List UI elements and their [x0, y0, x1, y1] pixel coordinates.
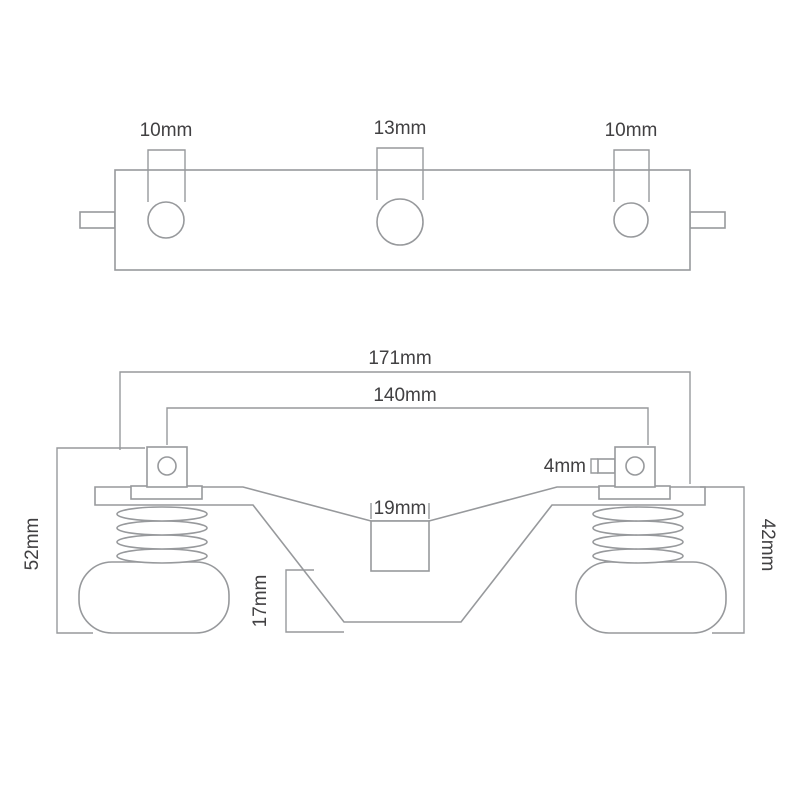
spring-washer	[592, 506, 684, 522]
bolt-hole-right	[625, 456, 645, 476]
dim-label-right-hole: 10mm	[605, 120, 658, 141]
spring-stack-left	[116, 506, 208, 564]
bolt-washer-left	[130, 485, 203, 500]
dim-label-right-height: 42mm	[757, 519, 778, 572]
dim-label-overall-width: 171mm	[368, 348, 431, 369]
roller-right	[575, 561, 727, 634]
bolt-pin-right	[597, 458, 616, 474]
bolt-hole-left	[157, 456, 177, 476]
spring-washer	[592, 534, 684, 550]
top-view: 10mm 13mm 10mm	[79, 118, 726, 271]
dim-label-left-height: 52mm	[22, 518, 43, 571]
front-view: 171mm 140mm 4mm 19mm 52mm 42mm 17mm	[22, 348, 778, 634]
dim-bracket-center-hole	[376, 147, 424, 200]
spring-stack-right	[592, 506, 684, 564]
dim-line-bolt-spacing	[166, 407, 649, 445]
spring-washer	[592, 548, 684, 564]
bolt-washer-right	[598, 485, 671, 500]
dim-bracket-left-hole	[147, 149, 186, 202]
dim-line-pin-height	[590, 458, 598, 474]
dim-line-right-height	[700, 486, 745, 634]
dim-line-channel-depth	[285, 569, 344, 633]
spring-washer	[592, 520, 684, 536]
spring-washer	[116, 506, 208, 522]
roller-left	[78, 561, 230, 634]
dim-bracket-right-hole	[613, 149, 650, 202]
dim-label-left-hole: 10mm	[140, 120, 193, 141]
spring-washer	[116, 548, 208, 564]
mounting-hole-left	[147, 201, 185, 239]
bolt-head-left	[146, 446, 188, 488]
top-view-bar-body	[114, 169, 691, 271]
dim-label-center-hole: 13mm	[374, 118, 427, 139]
dim-label-center-channel: 19mm	[374, 498, 427, 519]
dim-line-left-height	[56, 447, 145, 634]
dim-label-bolt-spacing: 140mm	[373, 385, 436, 406]
dim-label-pin-height: 4mm	[544, 456, 586, 477]
bolt-head-right	[614, 446, 656, 488]
dim-line-center-channel	[370, 503, 430, 519]
mounting-hole-right	[613, 202, 649, 238]
dim-line-overall-width	[119, 371, 691, 484]
mounting-hole-center	[376, 198, 424, 246]
spring-washer	[116, 520, 208, 536]
top-view-left-pin	[79, 211, 116, 229]
dim-label-channel-depth: 17mm	[250, 575, 271, 628]
spring-washer	[116, 534, 208, 550]
top-view-right-pin	[689, 211, 726, 229]
center-channel-block	[370, 520, 430, 572]
